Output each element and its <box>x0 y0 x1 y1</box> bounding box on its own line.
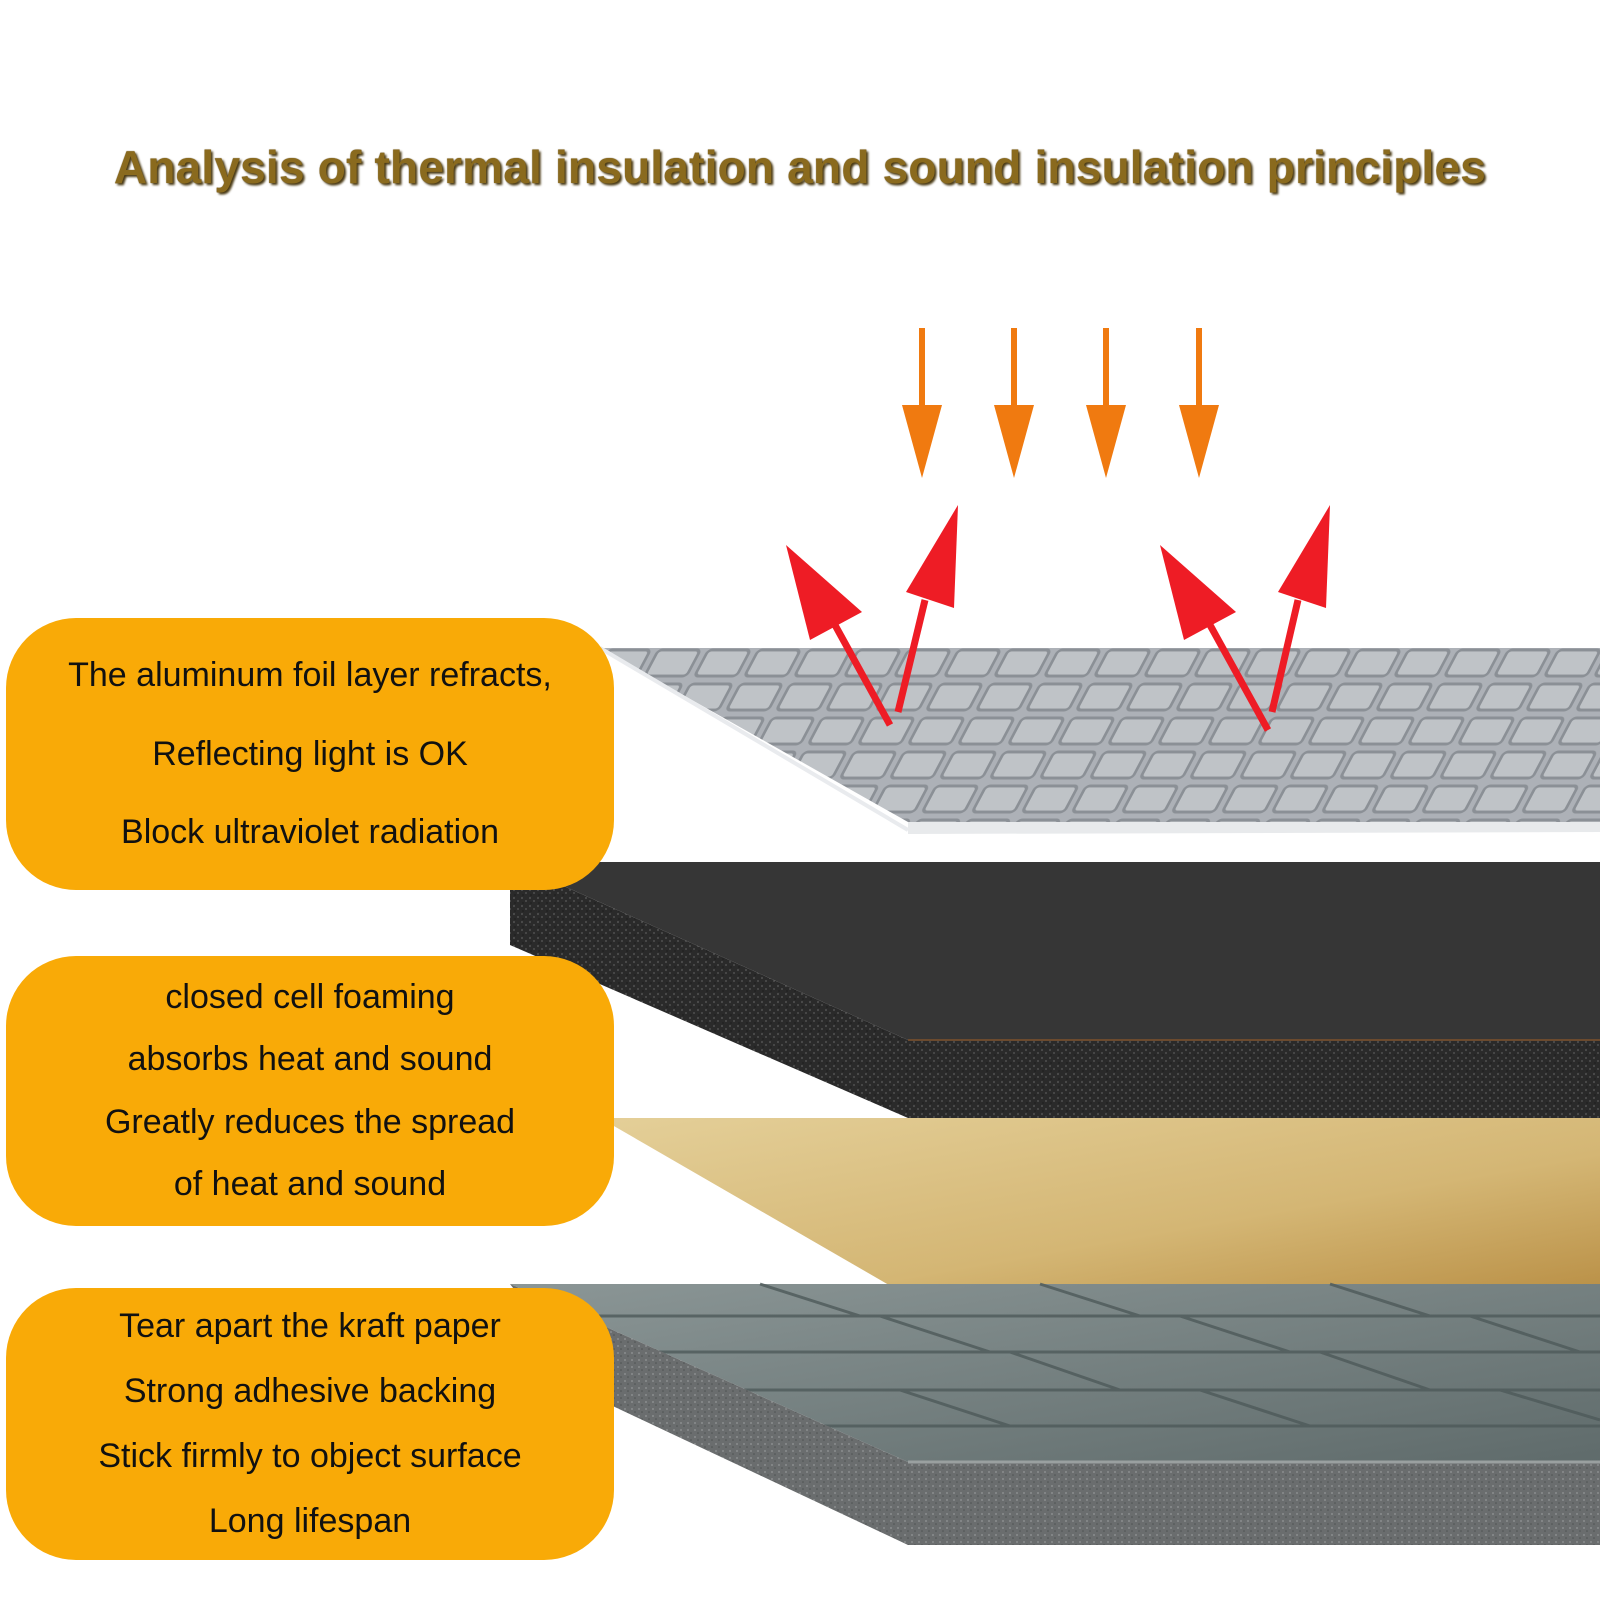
arrow-up-left-icon <box>786 545 894 727</box>
callout-line: Tear apart the kraft paper <box>119 1307 501 1346</box>
incoming-arrows <box>902 328 1219 478</box>
callout-line: Reflecting light is OK <box>152 734 468 773</box>
arrow-up-right-icon <box>1268 505 1330 713</box>
arrow-down-icon <box>994 328 1034 478</box>
arrow-down-icon <box>1179 328 1219 478</box>
callout-line: Greatly reduces the spread <box>104 1102 516 1141</box>
kraft-paper-layer <box>600 1118 1600 1304</box>
callout-foil: The aluminum foil layer refracts, Reflec… <box>6 618 614 890</box>
arrow-down-icon <box>1086 328 1126 478</box>
adhesive-base-layer <box>510 1282 1600 1545</box>
callout-line: Stick firmly to object surface <box>98 1437 522 1476</box>
callout-line: of heat and sound <box>173 1165 447 1204</box>
page-title: Analysis of thermal insulation and sound… <box>113 141 1487 193</box>
reflected-arrows <box>786 505 1330 732</box>
callout-foam: closed cell foaming absorbs heat and sou… <box>6 956 614 1226</box>
callout-adhesive: Tear apart the kraft paper Strong adhesi… <box>6 1288 614 1560</box>
callout-line: absorbs heat and sound <box>127 1040 493 1079</box>
arrow-down-icon <box>902 328 942 478</box>
callout-line: The aluminum foil layer refracts, <box>68 655 552 694</box>
callout-line: Block ultraviolet radiation <box>121 813 499 852</box>
callout-line: closed cell foaming <box>165 977 455 1016</box>
callout-line: Long lifespan <box>208 1502 412 1541</box>
foil-layer <box>598 646 1600 834</box>
callout-line: Strong adhesive backing <box>123 1372 497 1411</box>
arrow-up-left-icon <box>1160 545 1272 732</box>
arrow-up-right-icon <box>894 505 958 713</box>
foam-layer <box>510 862 1600 1118</box>
